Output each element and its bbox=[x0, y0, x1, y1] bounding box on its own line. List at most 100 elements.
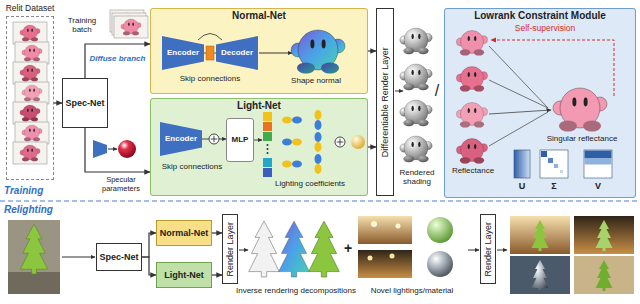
light-net-internals bbox=[315, 164, 322, 174]
lowrank-internals bbox=[489, 110, 551, 114]
input-photo bbox=[20, 224, 47, 274]
annotation-label: Specular parameters bbox=[94, 176, 148, 193]
connector-arrow bbox=[142, 233, 156, 257]
node-label: Render Layer bbox=[483, 222, 493, 277]
decomposition-images bbox=[239, 221, 339, 277]
annotation-label: Skip connections bbox=[158, 162, 226, 171]
edge-label: Diffuse branch bbox=[89, 54, 147, 63]
annotation-label: Lighting coefficients bbox=[258, 179, 362, 188]
light-net-internals bbox=[267, 152, 269, 154]
node-label: Relit Dataset bbox=[7, 4, 53, 14]
label-wrap: Inverse rendering decompositions bbox=[226, 286, 366, 295]
relit-image-stack bbox=[15, 82, 49, 104]
specular-branch bbox=[93, 140, 107, 158]
relit-results bbox=[596, 260, 613, 291]
relit-image-stack bbox=[13, 102, 47, 124]
label-wrap: / bbox=[431, 82, 443, 100]
rendered-shading-images bbox=[400, 28, 432, 54]
light-net-internals bbox=[267, 144, 269, 146]
label-wrap: Rendered shading bbox=[396, 168, 438, 186]
node-label: Normal-Net bbox=[160, 228, 209, 238]
novel-lighting-images bbox=[358, 250, 412, 278]
normal-net-internals bbox=[198, 34, 222, 41]
label-wrap: Skip connections bbox=[170, 74, 250, 83]
label-wrap: Novel lightings/material bbox=[356, 286, 468, 295]
light-net-internals bbox=[263, 168, 272, 177]
input-photo bbox=[62, 257, 95, 258]
light-net-internals bbox=[267, 148, 269, 150]
node-label: Encoder bbox=[167, 48, 199, 57]
relit-results bbox=[532, 220, 549, 251]
annotation-label: Rendered shading bbox=[396, 168, 438, 186]
novel-lighting-images bbox=[390, 254, 395, 259]
node-label: Decoder bbox=[221, 48, 253, 57]
normal-net-internals bbox=[291, 30, 345, 74]
rendered-shading-images bbox=[400, 100, 432, 126]
label-wrap: Shape normal bbox=[280, 76, 352, 85]
label-wrap: Singular reflectance bbox=[536, 134, 628, 143]
light-net-internals bbox=[282, 117, 292, 124]
light-net-internals bbox=[282, 161, 292, 168]
panel-fills bbox=[150, 8, 636, 198]
novel-lighting-images bbox=[468, 250, 479, 251]
node-label: Light-Net bbox=[164, 270, 204, 280]
annotation-label: Reflectance bbox=[446, 166, 500, 175]
input-photo bbox=[8, 272, 60, 294]
relit-results bbox=[510, 216, 570, 254]
label-wrap: V bbox=[590, 181, 606, 191]
label-wrap: Specular parameters bbox=[94, 176, 148, 193]
encoder-block: Encoder bbox=[160, 122, 202, 156]
relit-image-stack bbox=[13, 62, 47, 84]
node-label: Spec-Net bbox=[99, 252, 138, 262]
label-wrap: Lighting coefficients bbox=[258, 179, 362, 188]
annotation-label: Skip connections bbox=[170, 74, 250, 83]
lowrank-internals bbox=[456, 103, 487, 128]
trapezoid-shape bbox=[160, 122, 202, 156]
trapezoid-shape bbox=[216, 36, 258, 70]
normal-net-internals bbox=[206, 46, 214, 60]
connector-arrow bbox=[54, 102, 62, 103]
light-net-internals bbox=[202, 110, 365, 177]
light-net-internals bbox=[315, 120, 322, 130]
connector-arrow bbox=[368, 146, 376, 147]
connector-arrow bbox=[368, 50, 376, 51]
novel-lighting-images bbox=[396, 224, 401, 229]
decomposition-images bbox=[239, 250, 248, 251]
relit-results bbox=[510, 216, 634, 294]
lowrank-internals bbox=[560, 170, 563, 173]
rendered-shading-images bbox=[395, 28, 432, 162]
label-wrap: Self-supervision bbox=[500, 24, 590, 34]
annotation-label: Training bbox=[4, 185, 64, 197]
light-net-internals bbox=[335, 137, 345, 147]
light-net-internals bbox=[263, 158, 272, 167]
light-net-internals bbox=[263, 112, 272, 121]
label-wrap: Training batch bbox=[58, 16, 106, 34]
input-photo bbox=[8, 220, 95, 294]
lowrank-internals bbox=[554, 164, 558, 168]
process-box: Light-Net bbox=[156, 262, 212, 288]
relit-results bbox=[574, 216, 634, 254]
training-batch-images bbox=[114, 16, 148, 38]
annotation-label: Self-supervision bbox=[500, 24, 590, 34]
lowrank-internals bbox=[553, 88, 607, 132]
node-label: Differentiable Render Layer bbox=[380, 47, 390, 157]
annotation-label: V bbox=[590, 181, 606, 191]
render-layer-box: Render Layer bbox=[480, 214, 496, 284]
relit-image-stack bbox=[15, 42, 49, 64]
label-wrap: Training bbox=[4, 185, 64, 197]
light-net-internals bbox=[282, 139, 292, 146]
process-box: Normal-Net bbox=[156, 220, 212, 246]
novel-lighting-images bbox=[368, 256, 373, 261]
specular-branch bbox=[108, 149, 117, 150]
lowrank-internals bbox=[585, 151, 612, 159]
annotation-label: Inverse rendering decompositions bbox=[226, 286, 366, 295]
node-label: MLP bbox=[232, 135, 249, 144]
lowrank-internals bbox=[584, 150, 612, 178]
node-label: Lowrank Constraint Module bbox=[445, 10, 635, 22]
light-net-internals bbox=[202, 139, 209, 140]
panel-fill bbox=[150, 8, 368, 94]
light-net-internals bbox=[315, 154, 322, 164]
relit-image-stack bbox=[15, 122, 49, 144]
panel-fill bbox=[150, 98, 368, 196]
lowrank-internals bbox=[541, 151, 547, 157]
